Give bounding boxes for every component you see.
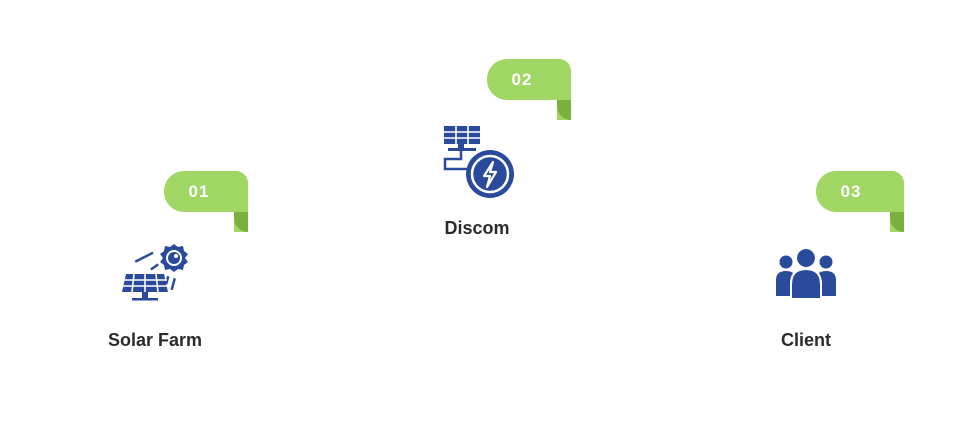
solar-panel-sun-icon — [122, 244, 188, 301]
step-badge-01: 01 — [164, 171, 248, 232]
step-number: 02 — [511, 70, 533, 89]
step-number: 03 — [840, 182, 862, 201]
solar-power-grid-icon — [443, 126, 514, 198]
step-label-discom: Discom — [444, 218, 510, 238]
step-number: 01 — [188, 182, 210, 201]
step-badge-02: 02 — [487, 59, 571, 120]
users-group-icon — [776, 248, 836, 298]
step-label-solar-farm: Solar Farm — [107, 330, 203, 350]
step-label-client: Client — [780, 330, 831, 350]
step-badge-03: 03 — [816, 171, 904, 232]
